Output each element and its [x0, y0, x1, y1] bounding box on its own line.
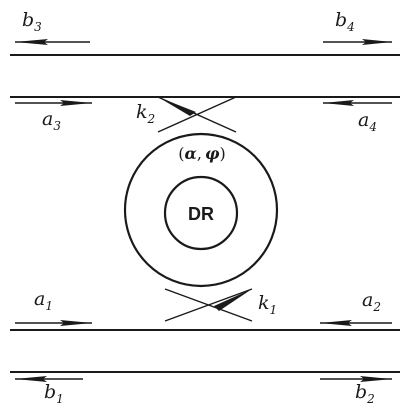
label-k2: k2: [136, 101, 155, 126]
label-a1: a1: [34, 288, 53, 313]
k1-arrowhead: [214, 289, 252, 311]
a3-arrowhead: [60, 100, 92, 106]
bottom-coupler-line-b: [164, 288, 253, 322]
label-b4: b4: [335, 9, 355, 34]
top-coupler-line-b: [157, 96, 237, 133]
b3-arrowhead: [15, 39, 48, 45]
a1-arrowhead: [60, 320, 92, 326]
b1-arrowhead: [15, 376, 47, 382]
label-a2: a2: [362, 289, 381, 314]
label-b3: b3: [22, 9, 42, 34]
a4-arrowhead: [323, 100, 354, 106]
label-dielectric-resonator: DR: [188, 204, 214, 224]
a2-arrowhead: [320, 320, 352, 326]
b2-arrowhead: [360, 376, 392, 382]
b4-arrowhead: [362, 39, 392, 45]
label-b2: b2: [355, 381, 375, 404]
label-a4: a4: [358, 109, 377, 134]
dielectric-resonator-circle: [163, 175, 239, 251]
label-ring-params: (α,φ): [178, 144, 225, 163]
label-a3: a3: [42, 108, 61, 133]
label-k1: k1: [258, 292, 277, 317]
k2-arrowhead: [158, 97, 196, 116]
label-b1: b1: [44, 381, 64, 404]
outer-ring: [123, 132, 279, 288]
